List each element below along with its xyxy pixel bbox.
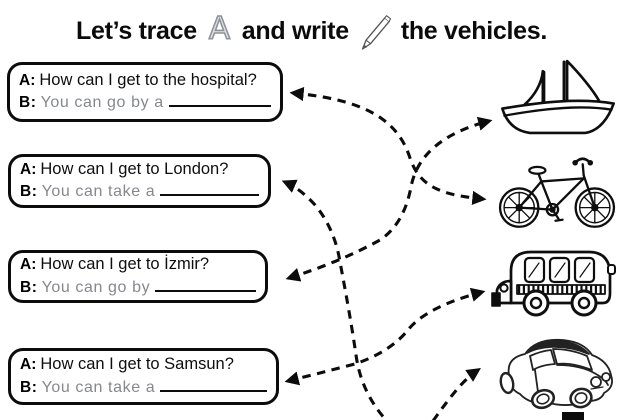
question-line: A:How can I get to the hospital? — [19, 71, 271, 90]
question-line: A:How can I get to Samsun? — [20, 355, 267, 374]
answer-line: B:You can go by a — [19, 92, 271, 112]
question-line: A:How can I get to London? — [20, 160, 259, 179]
dialog-box-samsun: A:How can I get to Samsun? B:You can tak… — [8, 348, 279, 405]
line-london-to-bottom — [281, 179, 388, 420]
answer-line: B:You can take a — [20, 181, 259, 201]
question-line: A:How can I get to İzmir? — [20, 255, 256, 274]
speaker-a-label: A: — [20, 160, 37, 178]
answer-stem: You can take a — [41, 183, 156, 201]
speaker-b-label: B: — [20, 278, 38, 296]
line-izmir-to-boat — [285, 116, 493, 282]
title-text-1: Let’s trace — [76, 16, 197, 45]
answer-blank[interactable] — [160, 181, 259, 197]
answer-stem: You can take a — [41, 378, 156, 396]
speaker-b-label: B: — [20, 183, 38, 201]
speaker-b-label: B: — [20, 378, 38, 396]
answer-blank[interactable] — [168, 92, 271, 108]
speaker-b-label: B: — [19, 94, 37, 112]
car-icon — [491, 329, 619, 411]
question-text: How can I get to London? — [40, 159, 229, 178]
dialog-box-izmir: A:How can I get to İzmir? B:You can go b… — [8, 250, 268, 303]
answer-stem: You can go by a — [40, 94, 164, 112]
answer-blank[interactable] — [155, 276, 256, 292]
line-bottom-to-car — [431, 368, 481, 420]
title-text-2: and write — [241, 16, 349, 45]
answer-line: B:You can go by — [20, 276, 256, 296]
dialog-box-london: A:How can I get to London? B:You can tak… — [8, 154, 271, 208]
question-text: How can I get to Samsun? — [40, 355, 234, 374]
line-samsun-to-bus — [284, 287, 486, 386]
answer-blank[interactable] — [160, 376, 267, 392]
question-text: How can I get to the hospital? — [39, 70, 257, 89]
sailboat-icon — [497, 57, 619, 142]
trace-letter-a: A — [208, 10, 231, 48]
answer-stem: You can go by — [41, 278, 151, 296]
bus-icon — [487, 241, 620, 322]
question-text: How can I get to İzmir? — [40, 255, 210, 274]
answer-line: B:You can take a — [20, 376, 267, 396]
worksheet-title: Let’s trace A and write the vehicles. — [0, 6, 623, 56]
bicycle-icon — [494, 153, 621, 232]
speaker-a-label: A: — [20, 256, 37, 274]
line-hospital-to-bicycle — [289, 86, 487, 206]
speaker-a-label: A: — [20, 356, 37, 374]
dialog-box-hospital: A:How can I get to the hospital? B:You c… — [7, 62, 283, 122]
title-text-3: the vehicles. — [400, 16, 547, 45]
speaker-a-label: A: — [19, 71, 36, 89]
cutoff-vehicle-fragment — [562, 412, 584, 420]
pencil-icon — [359, 13, 391, 53]
